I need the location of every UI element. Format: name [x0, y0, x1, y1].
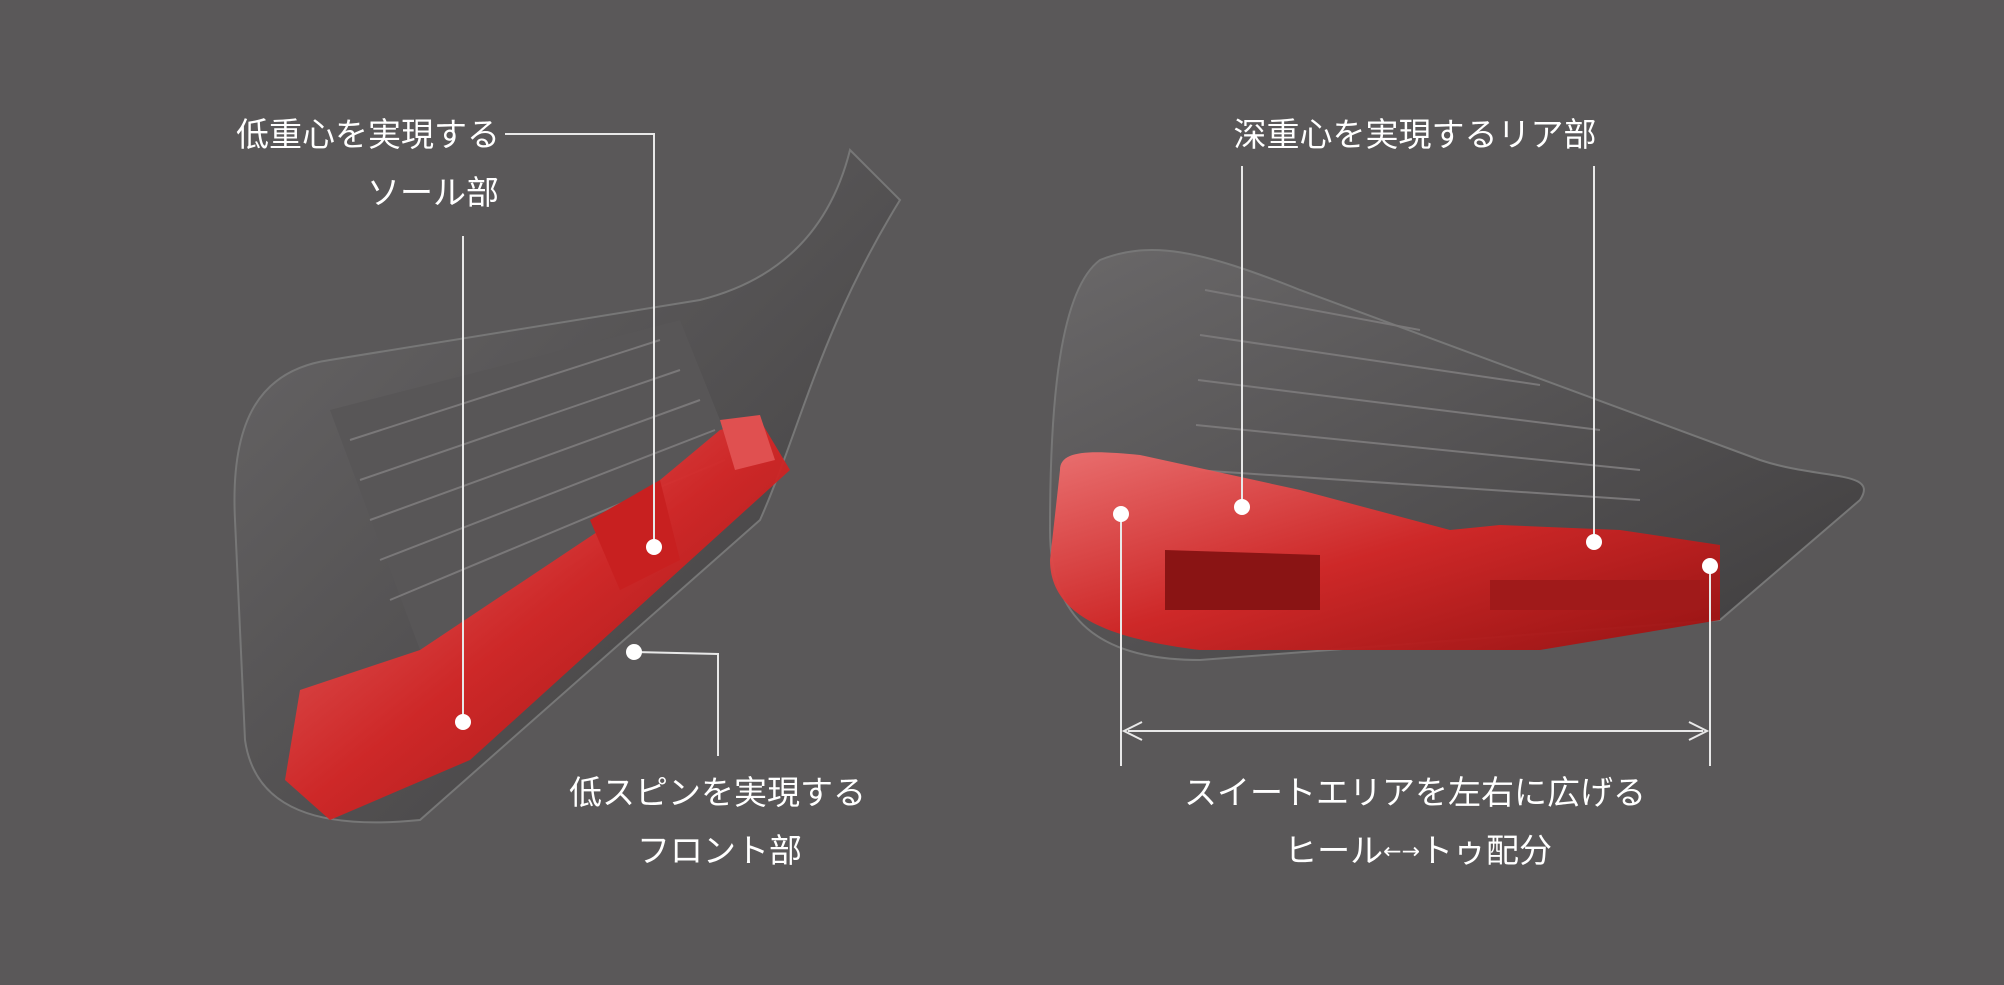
sweet-area-label-line2: ヒール←→トゥ配分	[1284, 834, 1552, 867]
right-iron-head	[1048, 249, 1865, 662]
sole-label-line2: ソール部	[367, 173, 499, 212]
toe-text: トゥ配分	[1419, 831, 1552, 870]
front-label-line2: フロント部	[637, 831, 802, 870]
front-label-line1: 低スピンを実現する	[569, 773, 866, 812]
double-arrow-icon: ←→	[1383, 839, 1420, 865]
callout-dots	[455, 499, 1718, 730]
left-iron-head	[233, 148, 902, 824]
rear-label: 深重心を実現するリア部	[1233, 115, 1597, 154]
heel-text: ヒール	[1284, 831, 1384, 870]
callout-lines	[462, 133, 1711, 766]
sweet-area-label-line1: スイートエリアを左右に広げる	[1184, 773, 1646, 812]
sole-label-line1: 低重心を実現する	[236, 115, 500, 154]
